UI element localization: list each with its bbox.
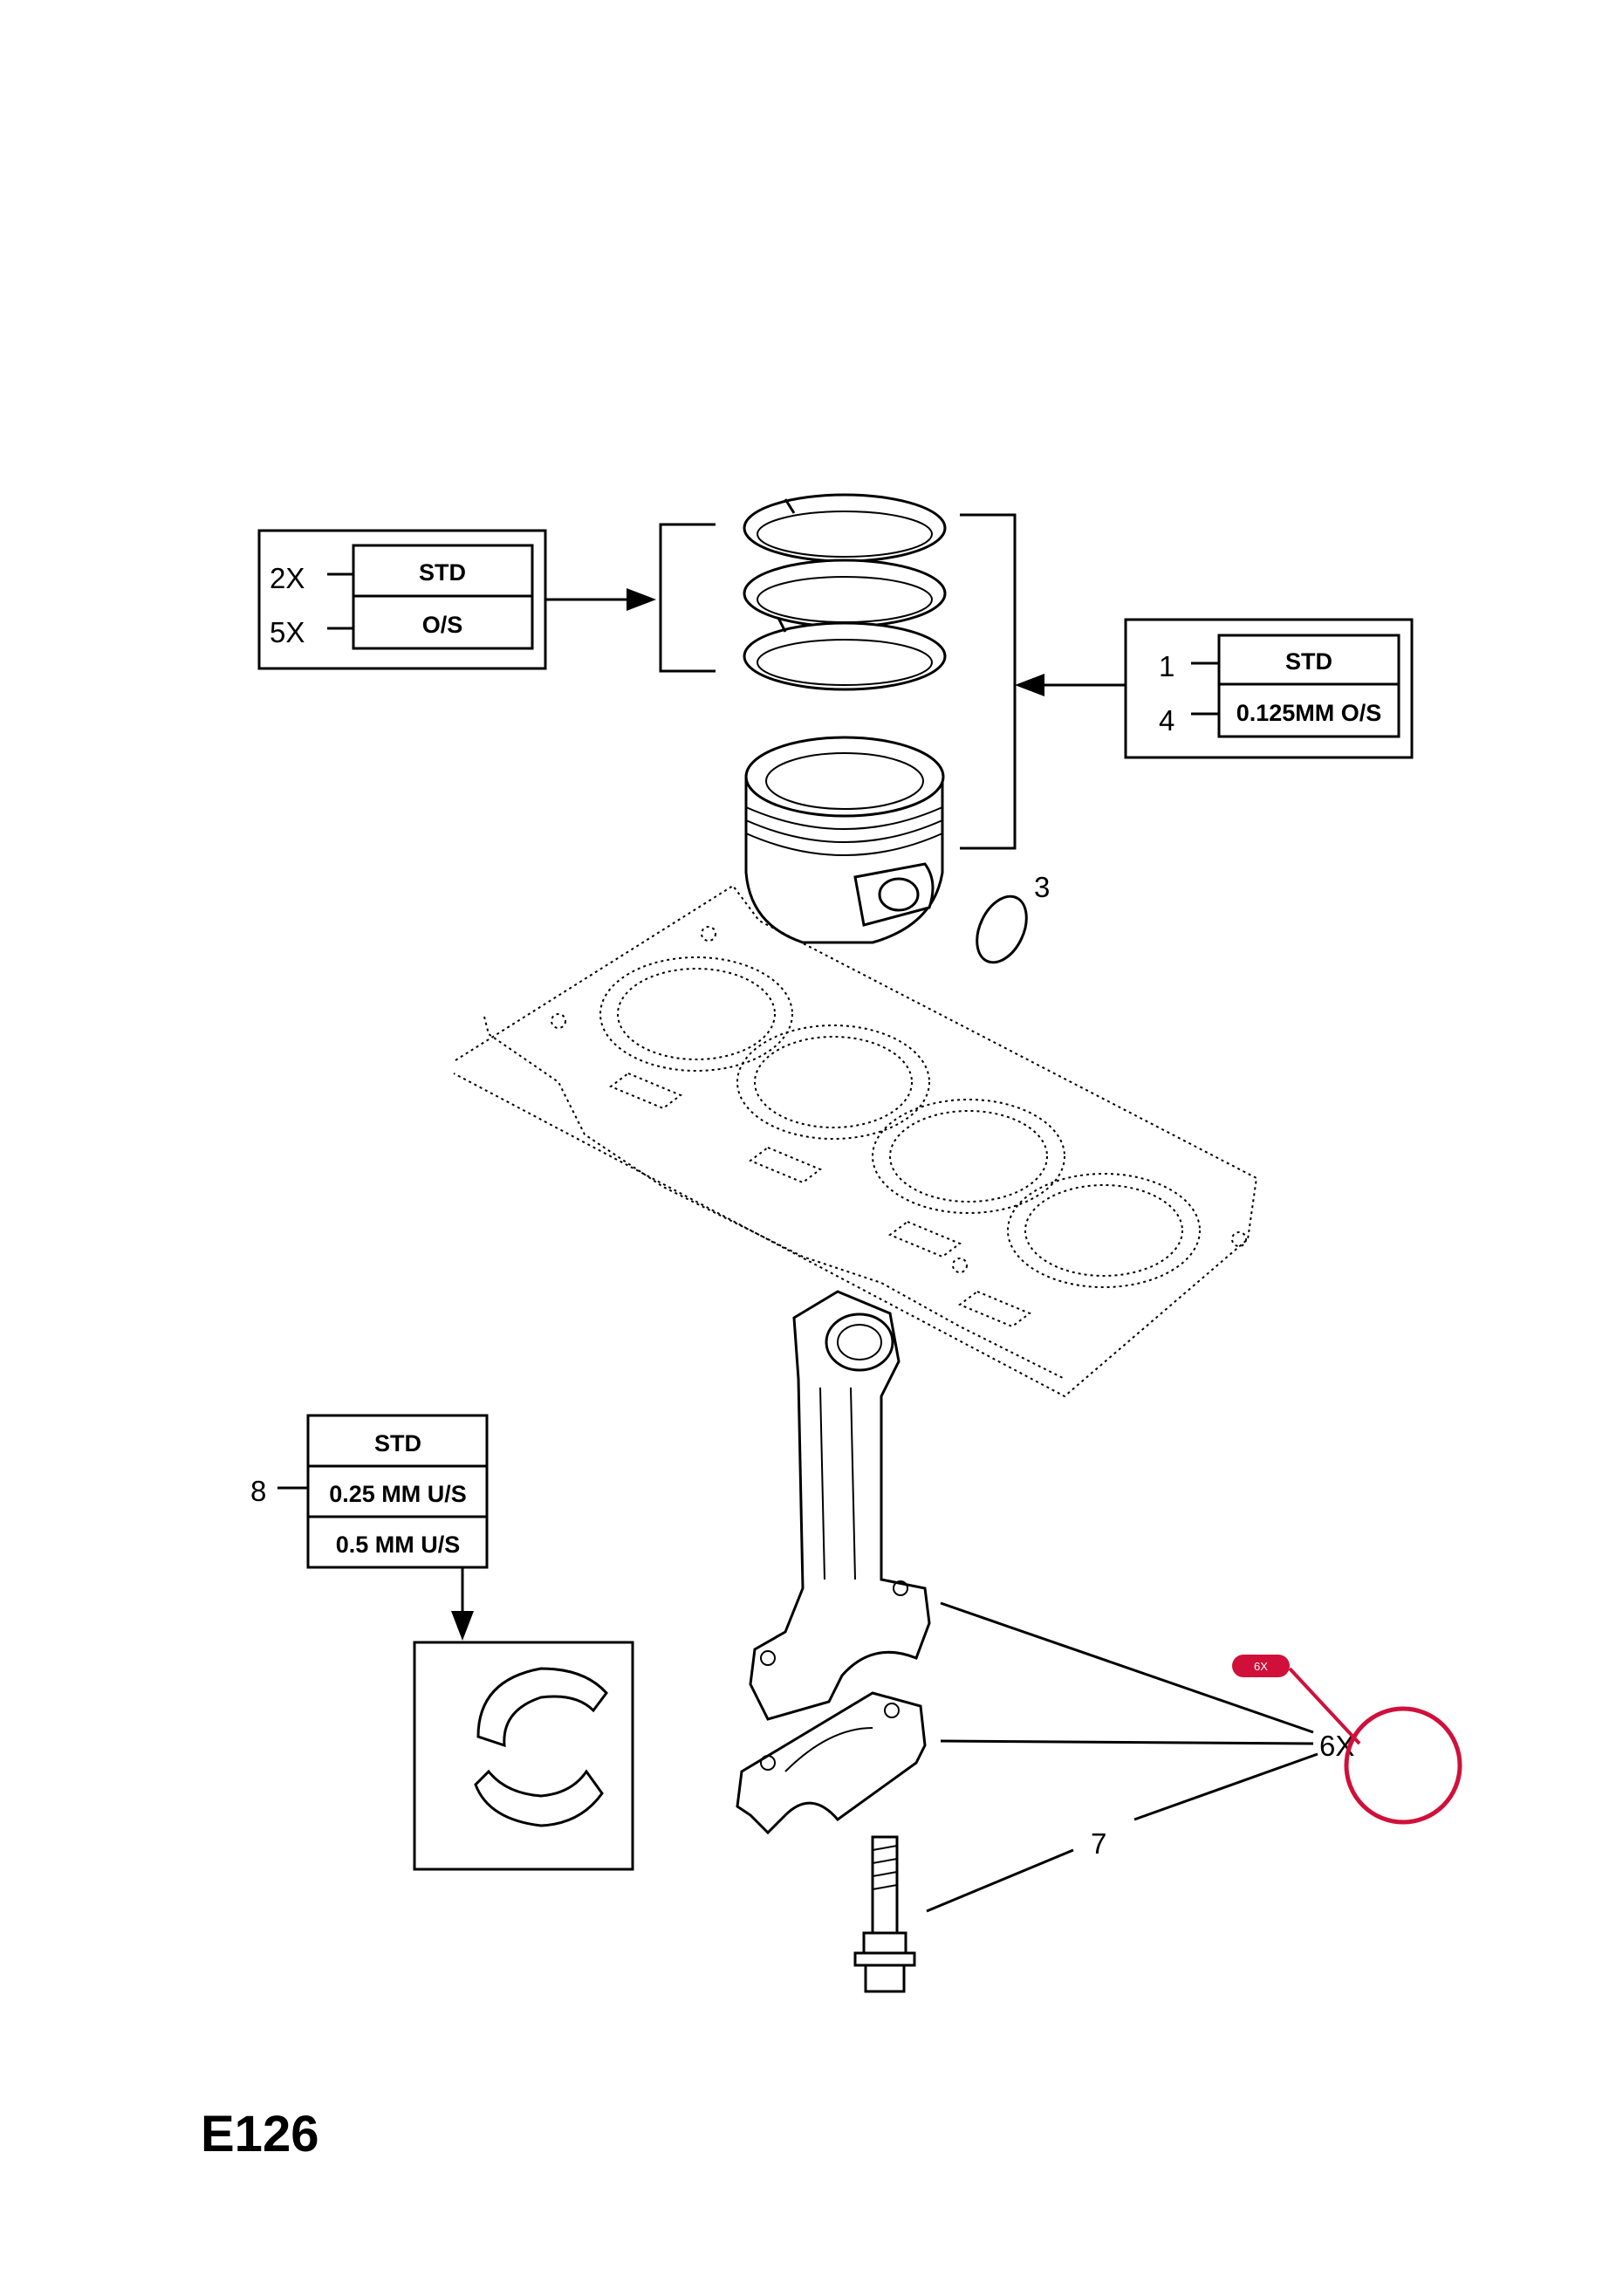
ring-qty-2x: 2X: [270, 562, 305, 594]
piston-size-table: 1 4 STD 0.125MM O/S: [1124, 618, 1414, 759]
arrow-left-icon: [1015, 674, 1044, 696]
hotspot-badge[interactable]: [1232, 1655, 1290, 1677]
piston-rings: [743, 493, 947, 691]
ring-option-std: STD: [419, 559, 466, 586]
piston-callout-1: 1: [1159, 650, 1174, 682]
connecting-rod-cap: [736, 1691, 927, 1835]
bearing-option-025: 0.25 MM U/S: [329, 1481, 467, 1507]
callout-8: 8: [250, 1475, 266, 1507]
hotspot-leader: [1288, 1667, 1361, 1745]
ring-size-table: 2X 5X STD O/S: [257, 529, 547, 670]
piston-pin-clip: [976, 894, 1028, 964]
hotspot-ring[interactable]: [1344, 1706, 1462, 1825]
bearing-shells: [413, 1641, 634, 1871]
hotspot-badge-label: 6X: [1254, 1660, 1268, 1673]
piston-option-std: STD: [1285, 648, 1332, 675]
page-code: E126: [201, 2106, 318, 2162]
callout-7: 7: [1091, 1827, 1106, 1860]
cylinder-head-gasket: [453, 884, 1258, 1398]
connecting-rod-bolt: [853, 1835, 916, 1993]
piston-callout-4: 4: [1159, 704, 1174, 737]
bearing-option-std: STD: [374, 1430, 421, 1456]
bearing-option-05: 0.5 MM U/S: [336, 1532, 461, 1558]
ring-option-os: O/S: [422, 612, 463, 638]
ring-qty-5x: 5X: [270, 616, 305, 648]
connecting-rod: [749, 1290, 931, 1721]
bearing-size-table: 8 STD 0.25 MM U/S 0.5 MM U/S: [250, 1414, 489, 1569]
callout-3: 3: [1034, 871, 1050, 903]
piston: [744, 736, 945, 944]
arrow-down-icon: [451, 1611, 474, 1641]
arrow-right-icon: [627, 588, 656, 611]
piston-option-oversize: 0.125MM O/S: [1236, 700, 1382, 726]
hotspot-marker[interactable]: 6X: [1232, 1655, 1462, 1825]
